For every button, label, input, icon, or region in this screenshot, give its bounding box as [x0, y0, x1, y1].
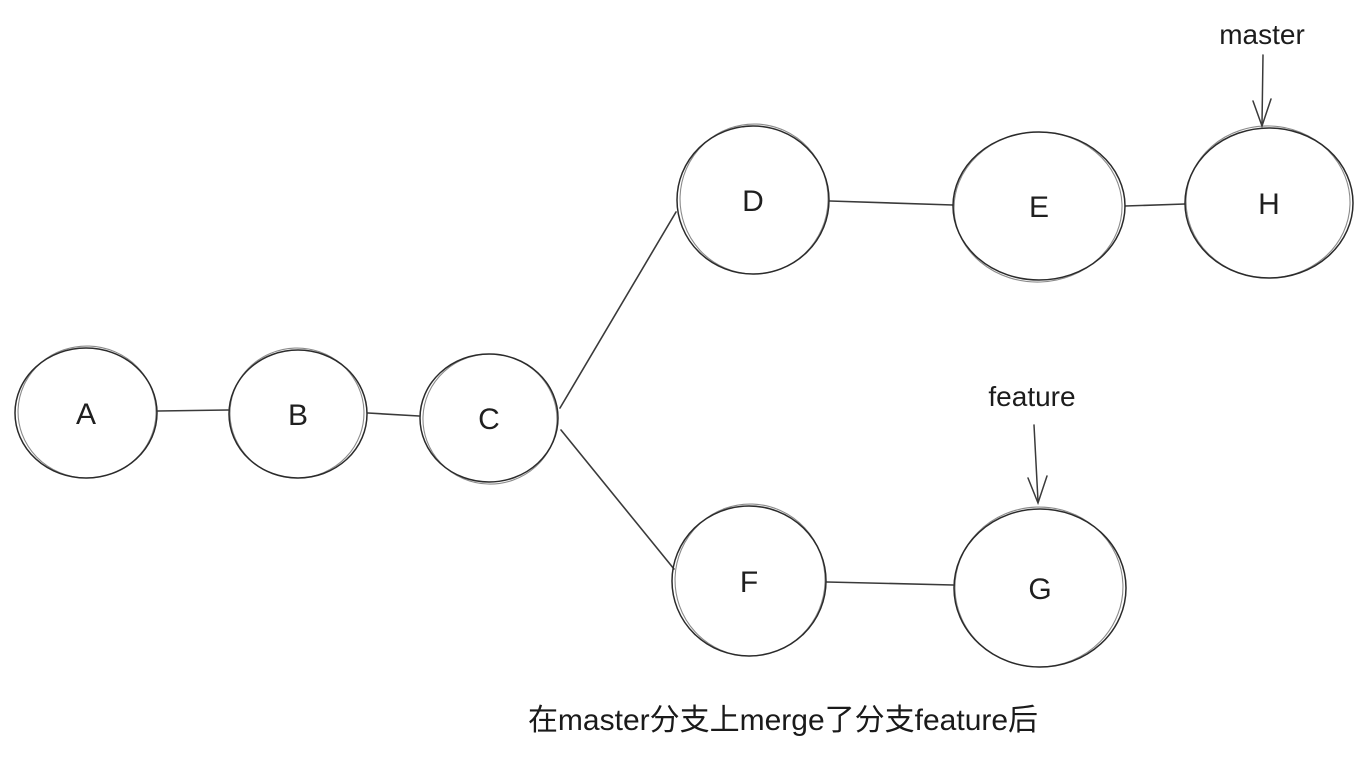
- edge-e-h: [1124, 203, 1186, 207]
- edge-d-e: [829, 200, 954, 206]
- edge-a-b: [157, 409, 229, 412]
- commit-label-a: A: [76, 398, 96, 431]
- commit-node-d: D: [676, 123, 830, 275]
- diagram-caption: 在master分支上merge了分支feature后: [528, 704, 1038, 737]
- commit-node-a: A: [14, 345, 158, 479]
- commit-node-g: G: [953, 506, 1127, 668]
- commit-label-d: D: [742, 185, 764, 218]
- commit-node-h: H: [1184, 125, 1354, 279]
- edge-f-g: [826, 581, 954, 586]
- commit-label-c: C: [478, 403, 500, 436]
- commit-node-b: B: [228, 347, 368, 479]
- branch-pointer-master: master: [1219, 19, 1305, 129]
- commit-label-b: B: [288, 399, 308, 432]
- edge-c-d: [559, 211, 677, 409]
- feature-arrow-shaft: [1033, 424, 1039, 502]
- branch-label-master: master: [1219, 19, 1305, 50]
- master-arrow-shaft: [1261, 54, 1264, 125]
- edge-b-c: [367, 412, 420, 417]
- commit-node-c: C: [419, 353, 559, 485]
- commit-label-g: G: [1028, 573, 1051, 606]
- commit-label-e: E: [1029, 191, 1049, 224]
- branch-pointer-feature: feature: [988, 381, 1076, 506]
- commit-label-h: H: [1258, 188, 1280, 221]
- commit-node-f: F: [671, 503, 827, 657]
- feature-arrow-head-icon: [1027, 475, 1048, 506]
- edges-group: [157, 200, 1186, 586]
- commit-node-e: E: [952, 131, 1126, 283]
- branch-label-feature: feature: [988, 381, 1075, 412]
- edge-c-f: [560, 429, 675, 570]
- master-arrow-head-icon: [1252, 98, 1272, 129]
- commit-label-f: F: [740, 566, 758, 599]
